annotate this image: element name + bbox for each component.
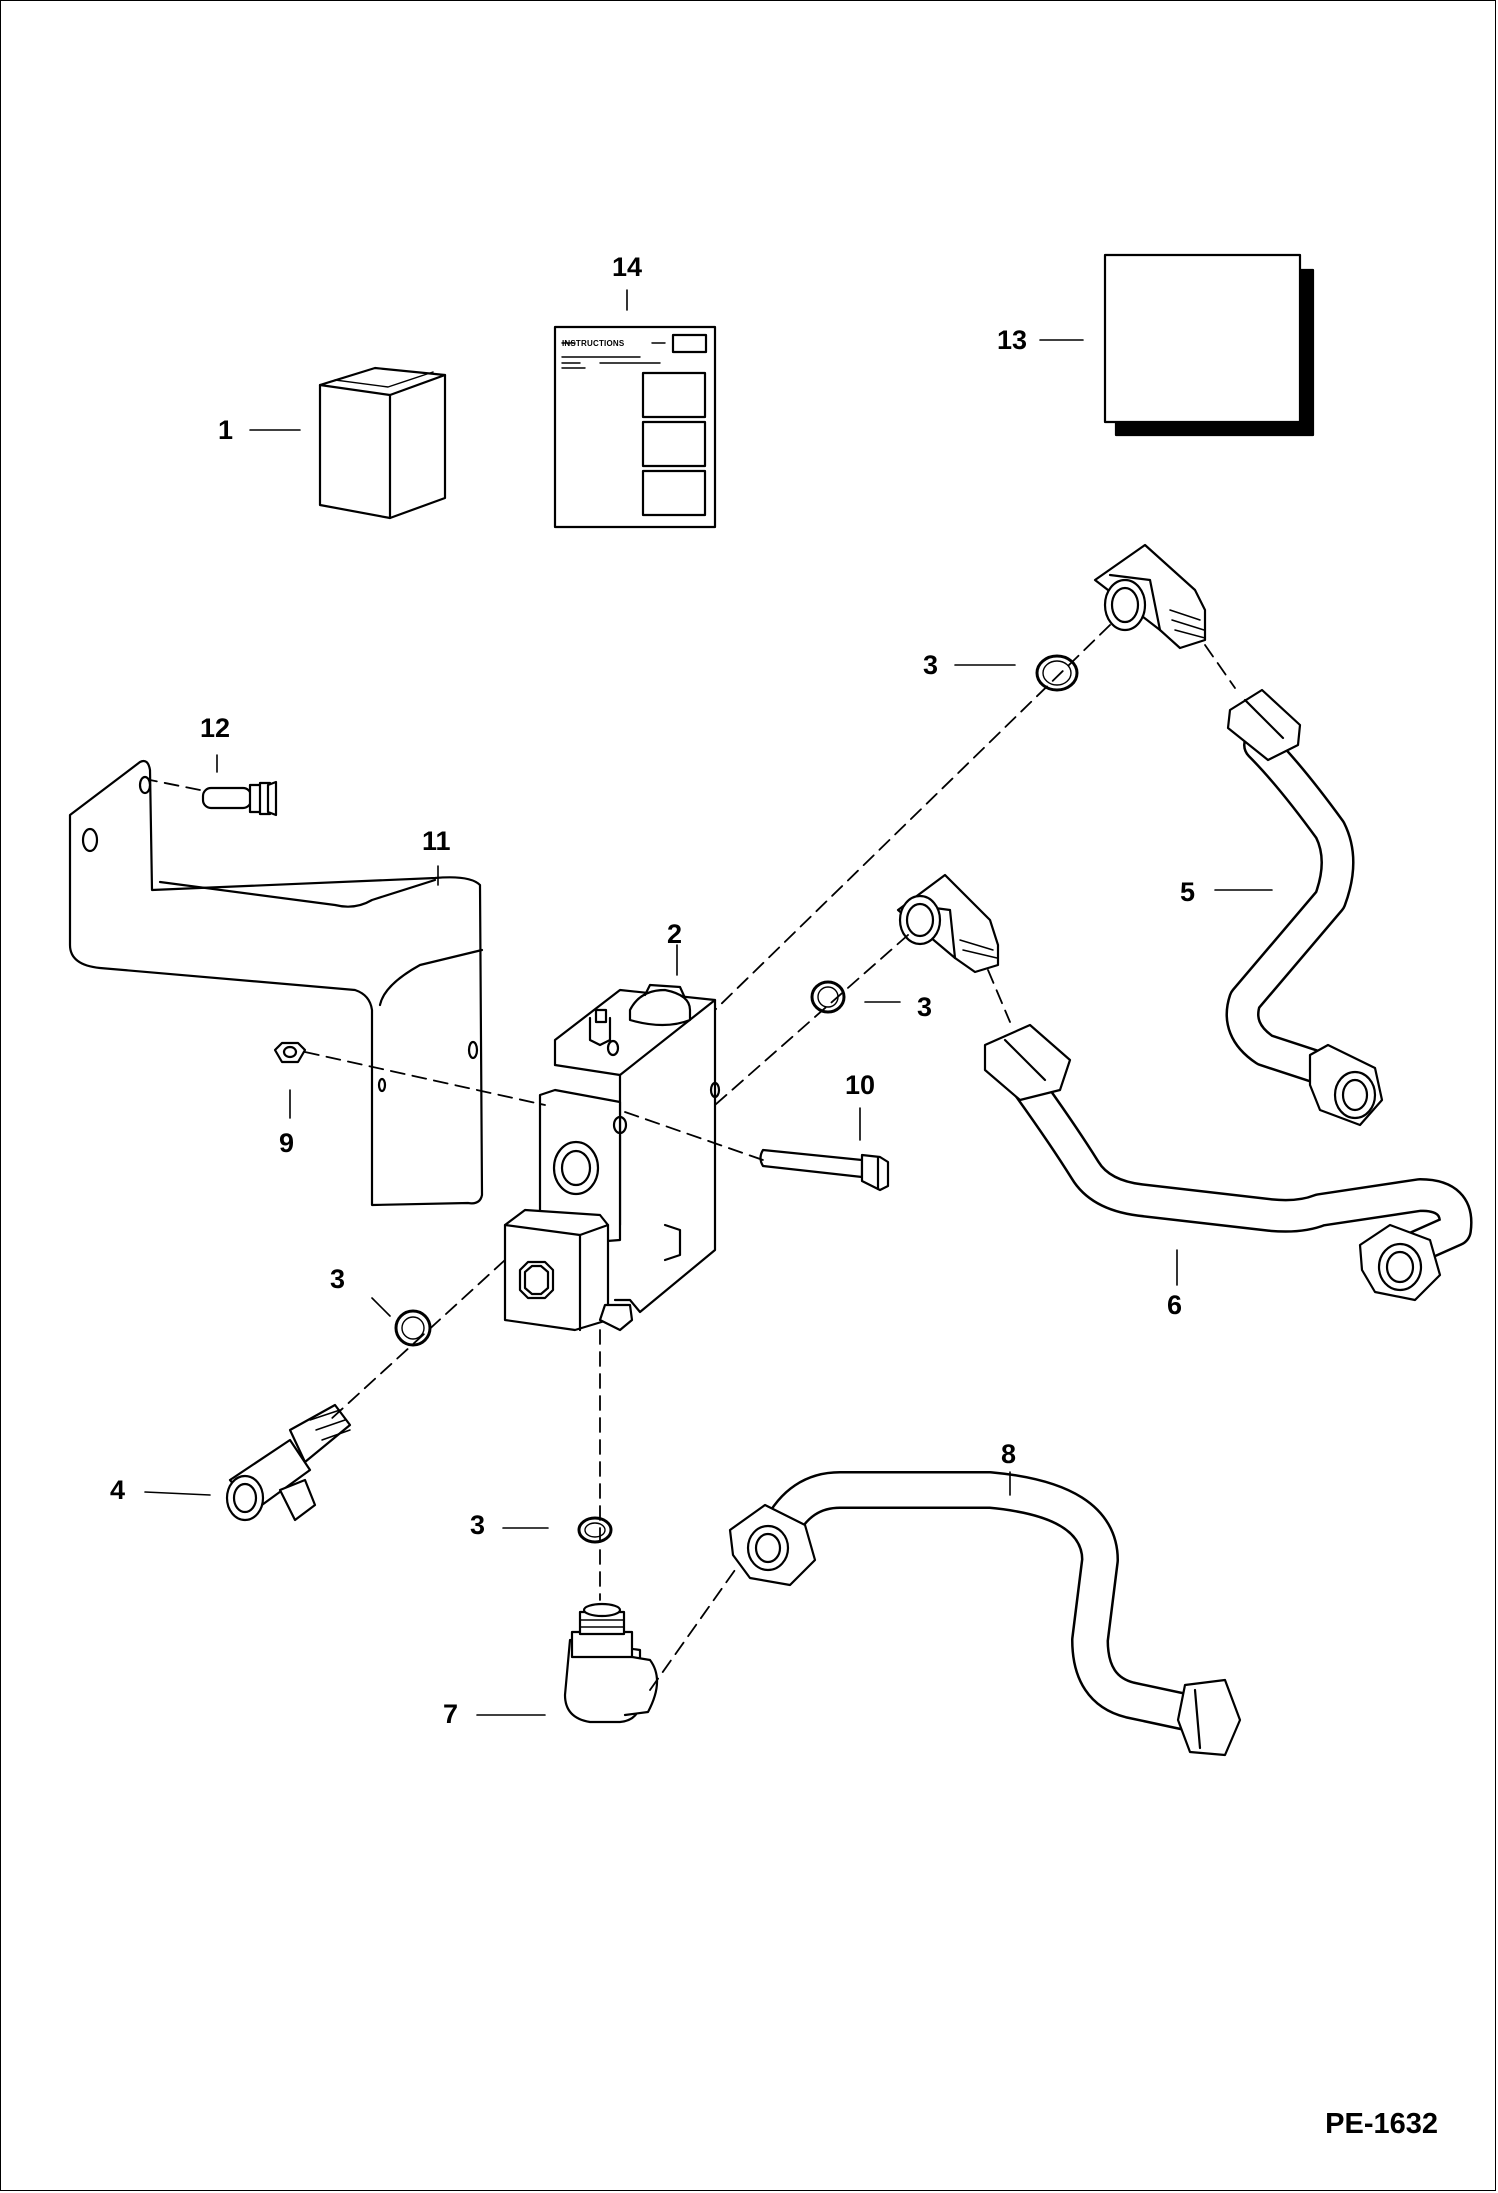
part-3-oring-left xyxy=(394,1309,432,1347)
elbow-fitting-middle xyxy=(896,873,1000,974)
part-6-tube xyxy=(983,1023,1473,1302)
callout-9: 9 xyxy=(279,1128,295,1158)
callout-4: 4 xyxy=(110,1475,126,1505)
part-14-instructions-sheet xyxy=(553,325,717,529)
document-id: PE-1632 xyxy=(1325,2108,1438,2140)
callout-6: 6 xyxy=(1167,1290,1183,1320)
part-8-tube xyxy=(728,1471,1242,1757)
part-7-tee-fitting xyxy=(563,1602,659,1724)
callout-1: 1 xyxy=(218,415,234,445)
part-3-oring-bottom xyxy=(577,1516,613,1544)
callout-3-top: 3 xyxy=(923,650,939,680)
part-3-oring-middle xyxy=(810,980,846,1014)
part-12-bolt xyxy=(201,780,278,817)
callout-8: 8 xyxy=(1001,1439,1017,1469)
part-2-valve-block xyxy=(503,983,721,1332)
part-11-bracket xyxy=(68,759,484,1207)
callout-3-left: 3 xyxy=(330,1264,346,1294)
callout-5: 5 xyxy=(1180,877,1196,907)
callout-11: 11 xyxy=(422,826,451,856)
part-1-box xyxy=(318,366,447,520)
instructions-heading: INSTRUCTIONS xyxy=(562,339,625,348)
callout-2: 2 xyxy=(667,919,683,949)
callout-12: 12 xyxy=(200,713,231,743)
callout-14: 14 xyxy=(612,252,643,282)
callout-13: 13 xyxy=(997,325,1028,355)
part-9-nut xyxy=(273,1041,307,1064)
callout-7: 7 xyxy=(443,1699,459,1729)
callout-10: 10 xyxy=(845,1070,876,1100)
part-3-oring-top xyxy=(1035,654,1079,692)
part-10-long-bolt xyxy=(759,1148,890,1192)
part-5-tube xyxy=(1225,688,1384,1127)
part-13-manual xyxy=(1103,253,1315,437)
part-4-fitting xyxy=(225,1403,352,1522)
callout-3-middle: 3 xyxy=(917,992,933,1022)
elbow-fitting-top xyxy=(1093,543,1207,650)
callout-3-bottom: 3 xyxy=(470,1510,486,1540)
